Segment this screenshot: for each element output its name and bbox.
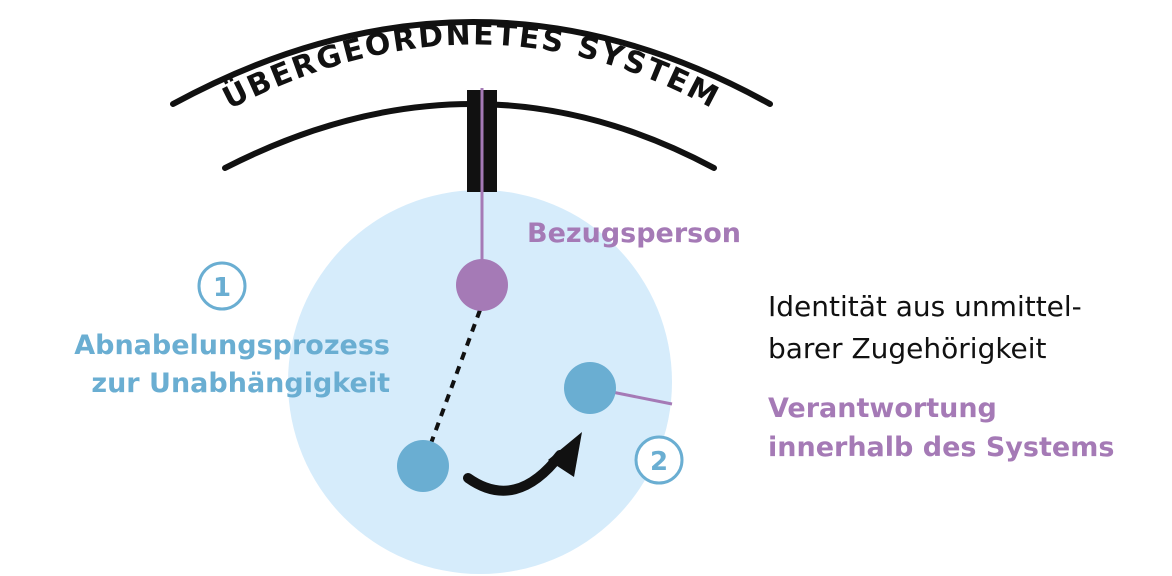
child-node-end (564, 362, 616, 414)
arc-outer-line (170, 19, 773, 107)
bezugsperson-node (456, 259, 508, 311)
identity-line2: barer Zugehörigkeit (768, 332, 1047, 365)
bezugsperson-label: Bezugsperson (527, 218, 742, 249)
dotted-link (428, 309, 482, 447)
step1-label-line2: zur Unabhängigkeit (91, 368, 390, 399)
identity-line1: Identität aus unmittel- (768, 290, 1082, 323)
responsibility-line2: innerhalb des Systems (768, 432, 1115, 463)
step1-badge (197, 261, 247, 311)
child-node-start (397, 440, 449, 492)
step1-number: 1 (213, 273, 231, 303)
step2-number: 2 (650, 447, 668, 477)
responsibility-line1: Verantwortung (768, 393, 997, 424)
step1-label-line1: Abnabelungsprozess (74, 330, 390, 361)
responsibility-line (611, 390, 673, 406)
step2-badge (634, 435, 684, 485)
curved-arrow-icon (463, 432, 582, 496)
system-circle (288, 190, 672, 574)
